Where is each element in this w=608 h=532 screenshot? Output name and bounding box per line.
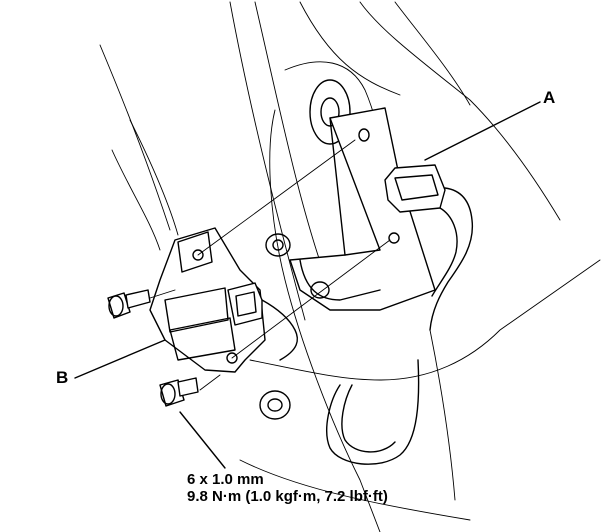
harness-loop [326, 359, 420, 465]
leader-lines [74, 101, 541, 469]
bolt-size-label: 6 x 1.0 mm [187, 471, 264, 488]
connector-a [384, 164, 474, 331]
callout-a: A [543, 88, 556, 107]
bolt-upper [107, 289, 151, 319]
grommet-upper [309, 79, 351, 145]
bolt-lower [159, 377, 199, 407]
callout-b: B [56, 368, 69, 387]
body-panel-lines [99, 1, 601, 532]
torque-spec-label: 9.8 N·m (1.0 kgf·m, 7.2 lbf·ft) [187, 488, 388, 505]
module-b [149, 227, 298, 373]
mounting-bracket [265, 107, 436, 311]
grommet-lower [259, 390, 291, 420]
